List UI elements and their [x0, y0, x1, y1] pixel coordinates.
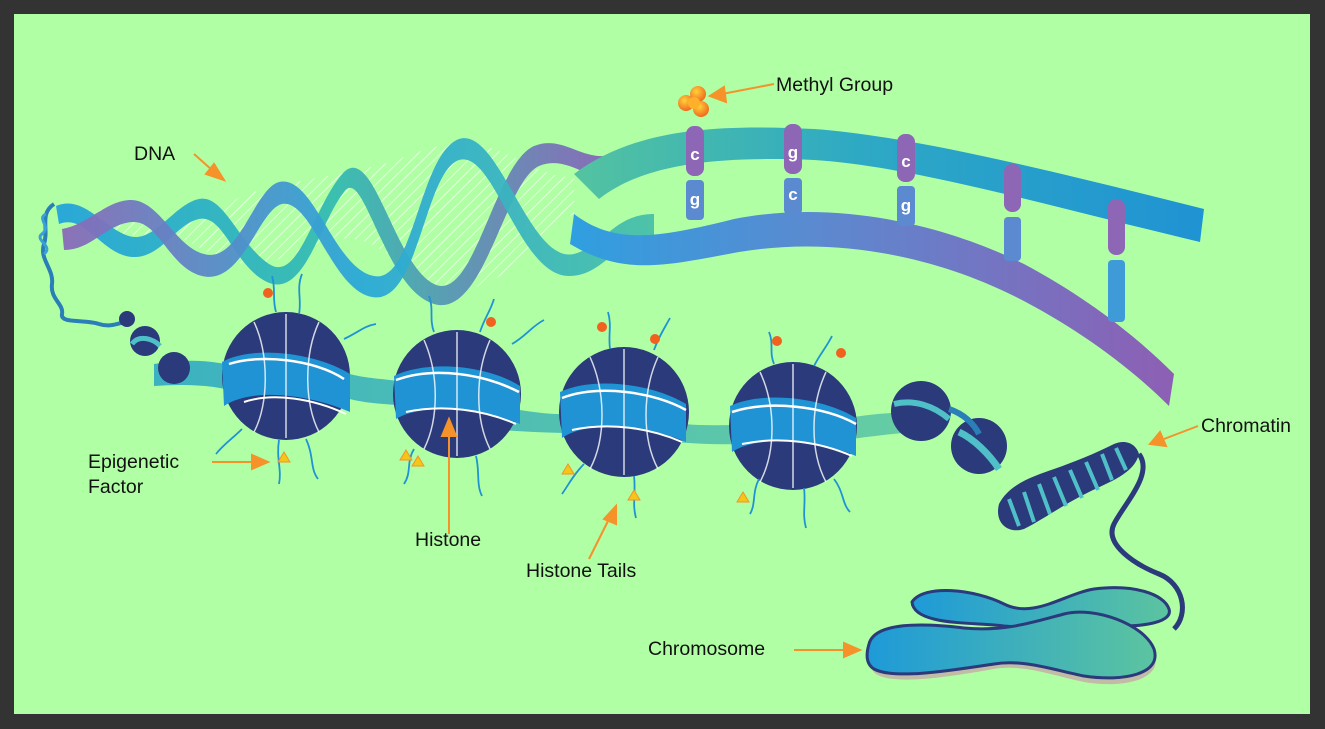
label-chromatin: Chromatin: [1201, 415, 1291, 437]
dna-ladder: c g g c c g: [570, 86, 1204, 406]
base-pair: [1108, 199, 1125, 322]
label-epigenetic-factor-line2: Factor: [88, 476, 144, 498]
methyl-group-icon: [678, 86, 709, 117]
histone-tails: [215, 273, 851, 529]
label-arrows: [193, 83, 1199, 659]
histone-icon: [222, 312, 350, 440]
base-bottom: c: [788, 185, 797, 204]
label-dna: DNA: [134, 143, 175, 165]
base-pair: [1004, 164, 1021, 261]
label-chromosome: Chromosome: [648, 638, 765, 660]
tail-methyl-dots: [263, 288, 846, 358]
nucleosome-small: [891, 381, 1007, 474]
histone-icon: [393, 330, 521, 458]
base-top: c: [690, 145, 699, 164]
dna-helix: [56, 138, 654, 306]
label-histone-tails: Histone Tails: [526, 560, 636, 582]
base-pair: g c: [784, 124, 802, 214]
base-pair: c g: [686, 126, 704, 220]
base-pair: c g: [897, 134, 915, 226]
label-methyl-group: Methyl Group: [776, 74, 893, 96]
dna-coil-tail: [38, 202, 135, 328]
base-top: c: [901, 152, 910, 171]
epigenetics-diagram: c g g c c g: [38, 74, 1291, 685]
epigenetic-factor-icon: [277, 449, 750, 503]
label-histone: Histone: [415, 529, 481, 551]
chromosome-icon: [865, 586, 1171, 685]
base-bottom: g: [901, 196, 911, 215]
chromatin-fiber: [119, 311, 1185, 631]
diagram-canvas: c g g c c g: [14, 14, 1310, 714]
condensed-chromatin: [998, 442, 1185, 631]
histone-icon: [729, 362, 857, 490]
label-epigenetic-factor-line1: Epigenetic: [88, 451, 179, 473]
base-bottom: g: [690, 190, 700, 209]
base-top: g: [788, 143, 798, 162]
histone-icon: [559, 347, 689, 477]
nucleosome-small: [119, 311, 190, 384]
